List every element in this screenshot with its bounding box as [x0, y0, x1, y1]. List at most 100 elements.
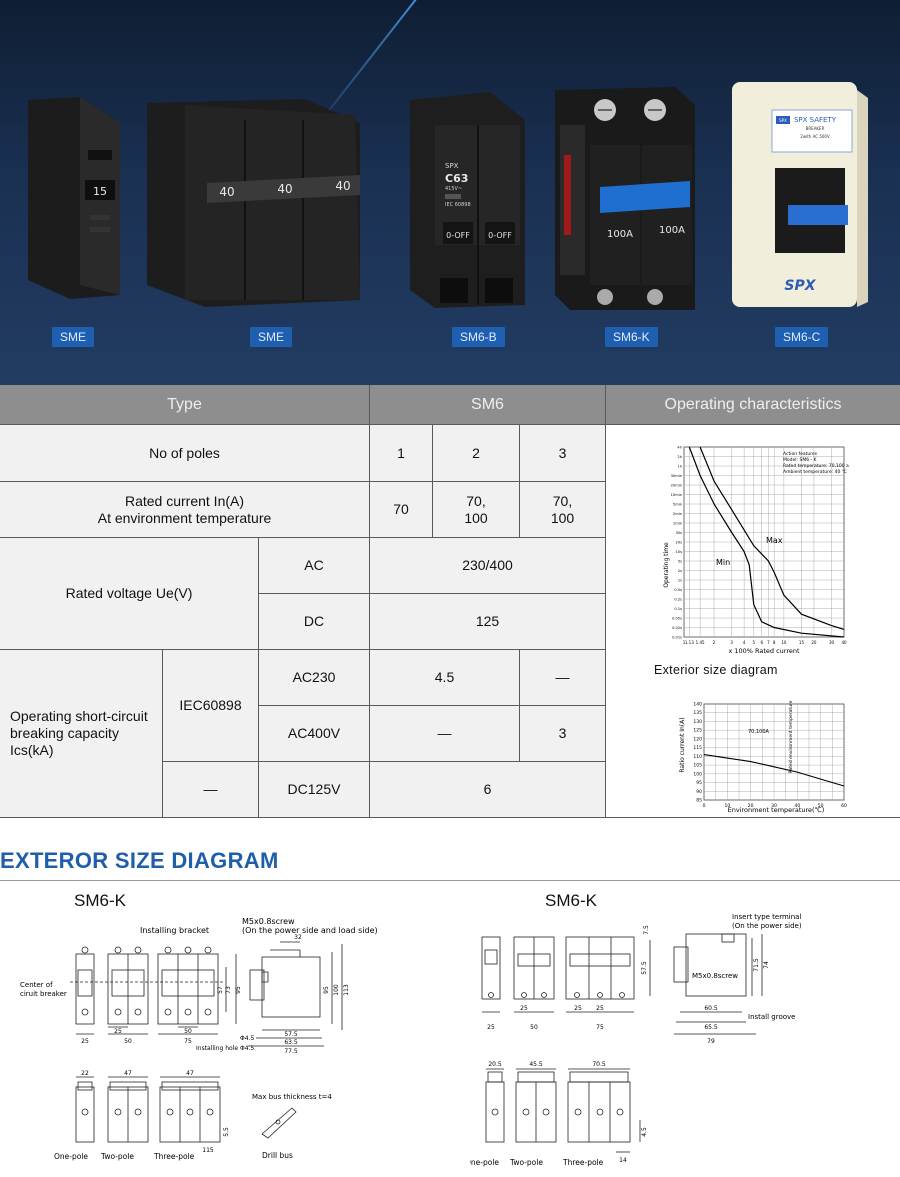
derate-grid [703, 703, 845, 801]
annotation-line-4: Ambient temperature: 40 ℃ [783, 469, 847, 475]
off-label-a: 0-OFF [446, 231, 470, 240]
breaking-capacity-label: Operating short-circuit breaking capacit… [0, 650, 163, 818]
max-series-label: Max [766, 536, 783, 545]
ac230-dash: — [520, 650, 606, 706]
dc-value: 125 [370, 594, 606, 650]
trip-y-tick-label: 0.5s [674, 588, 682, 592]
derate-x-tick-label: 40 [794, 803, 800, 809]
derate-x-tick-label: 50 [818, 803, 824, 809]
trip-y-tick-label: 2s [678, 569, 682, 573]
derate-series-line [703, 754, 845, 787]
header-type: Type [0, 385, 370, 425]
screw-label: M5x0.8screw [242, 917, 295, 926]
sm6c-brand-print: SPX SAFETY [794, 116, 837, 124]
trip-x-tick-label: 6 [760, 640, 763, 645]
right-one-pole-label: One-pole [470, 1158, 499, 1167]
off-label-b: 0-OFF [488, 231, 512, 240]
r-dim-70-5: 70.5 [592, 1061, 606, 1068]
ac400v-label: AC400V [259, 706, 370, 762]
left-diagram-title: SM6-K [74, 891, 126, 910]
spec-table: Type SM6 Operating characteristics No of… [0, 385, 900, 818]
dim-57: 57 [217, 986, 224, 994]
ac230-value: 4.5 [370, 650, 520, 706]
trip-x-tick-label: 7 [767, 640, 770, 645]
dim-95b: 95 [323, 986, 330, 994]
dim-95a: 95 [235, 986, 242, 994]
product-tag-sme-2: SME [250, 327, 293, 347]
right-dimension-drawing: Insert type terminal (On the power side)… [470, 913, 802, 1167]
dim-57-5: 57.5 [284, 1031, 298, 1038]
trip-y-tick-label: 2min [673, 512, 682, 516]
insert-terminal-label-2: (On the power side) [732, 922, 802, 930]
section-divider [0, 880, 900, 881]
rating-40-print-c: 40 [335, 179, 350, 193]
rated-current-label: Rated current In(A) At environment tempe… [0, 482, 370, 538]
brand-print: SPX [445, 162, 459, 170]
dim-115: 115 [202, 1147, 214, 1154]
derate-y-tick-label: 125 [693, 728, 702, 734]
r-dim-57-5: 57.5 [641, 961, 648, 975]
derate-y-tick-label: 120 [693, 736, 702, 742]
dc-label: DC [259, 594, 370, 650]
trip-x-tick-label: 20 [811, 640, 817, 645]
product-sm6c-image: SPX SPX SAFETY BREAKER 2with AC 500V SPX [732, 82, 868, 307]
drill-bus-label: Drill bus [262, 1151, 293, 1160]
derate-y-tick-label: 100 [693, 771, 702, 777]
derate-y-tick-label: 85 [696, 798, 702, 804]
trip-curve-chart: 4h2h1h30min20min10min5min2min1min30s20s1… [663, 446, 849, 656]
r-dim-14: 14 [619, 1157, 627, 1164]
product-tag-sme-1: SME [52, 327, 95, 347]
r-dim-25b: 25 [520, 1005, 528, 1012]
dim-47a: 47 [124, 1070, 132, 1077]
trip-y-tick-label: 30min [671, 474, 682, 478]
dim-77-5: 77.5 [284, 1048, 298, 1055]
dim-25b: 25 [114, 1028, 122, 1035]
r-dim-79: 79 [707, 1038, 715, 1045]
trip-y-tick-label: 5s [678, 560, 682, 564]
voltage-print: 415V~ [445, 186, 462, 192]
left-dimension-drawing: Installing bracket M5x0.8screw (On the p… [20, 917, 378, 1161]
trip-y-ticks: 4h2h1h30min20min10min5min2min1min30s20s1… [671, 446, 682, 640]
ac-label: AC [259, 538, 370, 594]
center-label: Center of [20, 981, 53, 989]
poles-1: 1 [370, 425, 433, 482]
standard-print: IEC 60898 [445, 202, 471, 208]
installing-hole-label: Installing hole Φ4.5 [196, 1045, 254, 1052]
derate-y-tick-label: 115 [693, 745, 702, 751]
dim-5-5: 5.5 [223, 1127, 230, 1137]
r-dim-71-5: 71.5 [753, 958, 760, 972]
r-dim-60-5: 60.5 [704, 1005, 718, 1012]
trip-y-tick-label: 0.1s [674, 607, 682, 611]
rating-100a-print-a: 100A [607, 229, 633, 240]
trip-x-tick-label: 4 [743, 640, 746, 645]
derate-y-tick-label: 110 [693, 754, 702, 760]
dim-75: 75 [184, 1038, 192, 1045]
trip-y-tick-label: 30s [676, 531, 683, 535]
rating-40-print-a: 40 [219, 185, 234, 199]
derate-series-label: 70,100A [748, 729, 769, 735]
product-banner: 15 40 40 40 SPX C63 415V~ IEC 60898 0-OF… [0, 0, 900, 385]
r-dim-25a: 25 [487, 1024, 495, 1031]
derate-x-tick-label: 30 [771, 803, 777, 809]
poles-label: No of poles [0, 425, 370, 482]
max-bus-label: Max bus thickness t=4 [252, 1093, 332, 1101]
three-pole-label: Three-pole [153, 1152, 195, 1161]
product-tag-sm6-c: SM6-C [775, 327, 829, 347]
trip-y-tick-label: 5min [673, 503, 682, 507]
dc125v-label: DC125V [259, 762, 370, 818]
sm6c-badge-print: SPX [779, 118, 787, 123]
header-sm6: SM6 [370, 385, 606, 425]
trip-x-tick-label: 10 [781, 640, 787, 645]
phi-label: Φ4.5 [240, 1035, 254, 1042]
dim-73: 73 [225, 986, 232, 994]
derate-y-tick-label: 105 [693, 763, 702, 769]
derate-vertical-label: Rated environment temperature [788, 700, 794, 773]
derating-chart-title: Exterior size diagram [654, 663, 778, 677]
poles-3: 3 [520, 425, 606, 482]
trip-x-tick-label: 1.45 [696, 640, 705, 645]
dim-32: 32 [294, 934, 302, 941]
rated-current-3: 70, 100 [520, 482, 606, 538]
